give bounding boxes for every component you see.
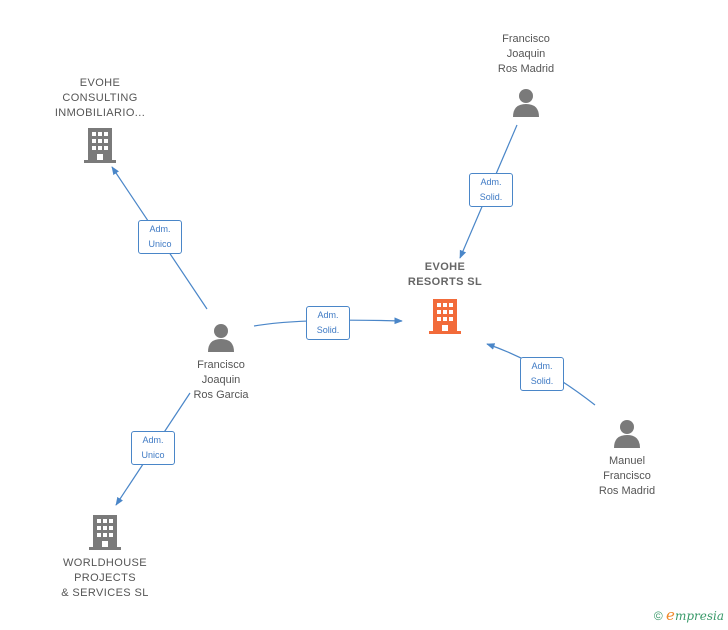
node-label: Manuel Francisco Ros Madrid [598,455,656,497]
node-fj-ros-garcia[interactable]: Francisco Joaquin Ros Garcia [161,322,281,403]
building-icon [89,515,121,550]
edge-badge-resorts-madrid[interactable]: Adm. Solid. [469,173,513,207]
node-mf-ros-madrid[interactable]: Manuel Francisco Ros Madrid [567,418,687,499]
copyright-icon: © [653,609,663,623]
edge-badge-resorts-garcia[interactable]: Adm. Solid. [306,306,350,340]
node-label: WORLDHOUSE PROJECTS & SERVICES SL [61,557,149,599]
person-icon [208,324,234,352]
node-label: EVOHE RESORTS SL [407,261,483,288]
building-icon [429,299,461,334]
node-label: Francisco Joaquin Ros Madrid [497,33,555,75]
person-icon [513,89,539,117]
brand-logo: empresia [666,606,724,624]
node-label: Francisco Joaquin Ros Garcia [193,359,249,401]
edge-badge-resorts-manuel[interactable]: Adm. Solid. [520,357,564,391]
person-icon [614,420,640,448]
edge-badge-worldhouse[interactable]: Adm. Unico [131,431,175,465]
node-worldhouse[interactable]: WORLDHOUSE PROJECTS & SERVICES SL [45,514,165,601]
edge-badge-consulting[interactable]: Adm. Unico [138,220,182,254]
node-evohe-consulting[interactable]: EVOHE CONSULTING INMOBILIARIO... [40,76,160,163]
building-icon [84,128,116,163]
node-fj-ros-madrid[interactable]: Francisco Joaquin Ros Madrid [466,32,586,117]
node-evohe-resorts[interactable]: EVOHE RESORTS SL [385,260,505,334]
footer-brand[interactable]: © empresia [654,606,724,624]
node-label: EVOHE CONSULTING INMOBILIARIO... [54,77,146,119]
